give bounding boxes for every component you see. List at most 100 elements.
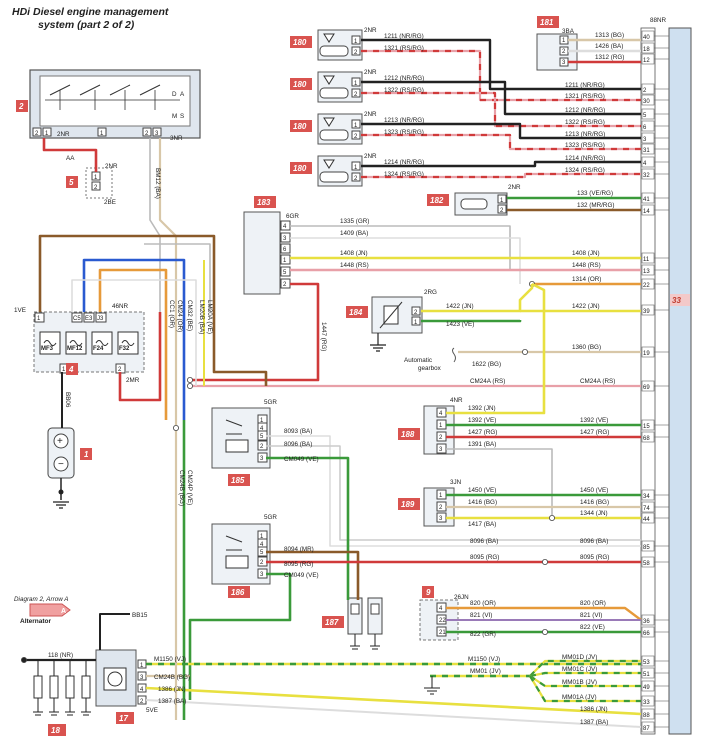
label-1408-b: 1408 (JN) (572, 250, 600, 257)
label-1386-a: 1386 (JN) (158, 686, 186, 693)
label-820-a: 820 (OR) (470, 600, 496, 607)
pin-186-5: 5 (260, 550, 264, 556)
pin-189-3: 3 (439, 516, 443, 522)
wire-1409 (290, 237, 521, 284)
label-cm049-b: CM049 (VE) (284, 572, 319, 579)
alternator-label: Alternator (20, 618, 52, 625)
connector-189: 3JN (450, 479, 462, 486)
wire-1213 (361, 122, 641, 140)
wire-cc1 (98, 268, 168, 420)
label-1360: 1360 (BG) (572, 344, 601, 351)
pin-4-1: 1 (37, 316, 41, 322)
label-8096-c: 8096 (BA) (580, 538, 608, 545)
badge-185: 185 (231, 476, 245, 485)
label-lm20a: LM20A (VE) (206, 300, 213, 334)
pin-181-1: 1 (562, 38, 566, 44)
ecu-pin-44: 44 (643, 517, 650, 523)
connector-188: 4NR (450, 397, 463, 404)
badge-1: 1 (84, 450, 89, 459)
label-w1212-a: 1212 (NR/RG) (384, 75, 424, 82)
pin-180-2-2: 2 (354, 92, 358, 98)
ecu-badge: 33 (672, 296, 681, 305)
wire-1335 (290, 225, 511, 270)
label-822-a: 822 (GR) (470, 631, 496, 638)
pin-2-c: 1 (100, 131, 104, 137)
pin-188-1: 1 (439, 423, 443, 429)
connector-5-top: 2NR (105, 163, 118, 170)
label-8095-a: 8095 (RG) (284, 561, 313, 568)
ecu-connector-label: 88NR (650, 17, 667, 24)
wire-cm049-b (188, 572, 292, 700)
ecu-pin-68: 68 (643, 436, 650, 442)
wire-1322-stripe (361, 91, 641, 128)
pin-180-1-1: 1 (354, 39, 358, 45)
wire-wmm01c-stripe (529, 671, 641, 678)
badge-182: 182 (430, 196, 444, 205)
label-1427-b: 1427 (RG) (580, 429, 609, 436)
fuse-mf12: MF12 (67, 346, 83, 352)
label-1391: 1391 (BA) (468, 441, 496, 448)
wire-8094 (266, 550, 360, 600)
wire-820 (446, 606, 642, 621)
badge-188: 188 (401, 430, 415, 439)
automatic-gearbox-label-2: gearbox (418, 365, 442, 372)
component-187: 187 (322, 597, 383, 650)
badge-187: 187 (325, 618, 339, 627)
component-2: D A M S 2 1 1 2 3 2NR 3NR 2 (16, 69, 201, 142)
label-1313: 1313 (BG) (595, 32, 624, 39)
wire-lm20b (71, 279, 197, 386)
wire-1324 (361, 172, 641, 179)
pin-2-e: 3 (155, 131, 159, 137)
label-m1150-b: M1150 (VJ) (468, 656, 500, 663)
wire-brown-loop (38, 234, 268, 386)
connector-183: 6GR (286, 213, 299, 220)
ecu-pin-31: 31 (643, 148, 650, 154)
pin-4-e3: E3 (85, 316, 93, 322)
component-1-battery: + − 1 (47, 427, 92, 509)
ecu-pin-53: 53 (643, 660, 650, 666)
connector-182: 2NR (508, 184, 521, 191)
connector-17: 5VE (146, 707, 158, 714)
svg-text:+: + (57, 436, 63, 447)
connector-180-4: 2NR (364, 153, 377, 160)
pin-9-21: 21 (439, 630, 446, 636)
label-8095-b: 8095 (RG) (470, 554, 499, 561)
label-wmm01d: MM01D (JV) (562, 654, 597, 661)
label-8094: 8094 (MR) (284, 546, 314, 553)
pin-186-2: 2 (260, 560, 264, 566)
title-line-1: HDi Diesel engine management (12, 6, 169, 18)
ecu-pin-19: 19 (643, 351, 650, 357)
label-w1321-b: 1321 (RS/RG) (565, 93, 605, 100)
component-5: 5 1 2 2NR 2BE (66, 163, 118, 206)
label-8096-b: 8096 (BA) (470, 538, 498, 545)
label-132: 132 (MR/RG) (577, 202, 614, 209)
svg-text:−: − (58, 459, 64, 470)
label-1450-b: 1450 (VE) (580, 487, 608, 494)
wire-wmm01b (529, 675, 641, 688)
label-1344: 1344 (JN) (580, 510, 608, 517)
pin-182-1: 1 (500, 198, 504, 204)
pin-4-j3: J3 (97, 316, 104, 322)
pin-186-4: 4 (260, 542, 264, 548)
pin-9-4: 4 (439, 606, 443, 612)
label-w1321-a: 1321 (RS/RG) (384, 45, 424, 52)
fuse-mf3: MF3 (41, 346, 54, 352)
connector-185: 5GR (264, 399, 277, 406)
wire-aa (42, 138, 98, 172)
badge-183: 183 (257, 198, 271, 207)
ecu-pin-32: 32 (643, 173, 650, 179)
pin-2-a: 2 (35, 131, 39, 137)
wire-bm12 (149, 138, 161, 312)
connector-4-left: 1VE (14, 307, 26, 314)
label-1448-a: 1448 (RS) (340, 262, 369, 269)
label-cm049-a: CM049 (VE) (284, 456, 319, 463)
connector-4-top: 46NR (112, 303, 129, 310)
wire-1392jn (446, 282, 546, 415)
connector-180-1: 2NR (364, 27, 377, 34)
switch-label-m: M (172, 113, 177, 120)
ecu-pin-2: 2 (643, 88, 647, 94)
ecu-pin-40: 40 (643, 35, 650, 41)
connector-2-right: 3NR (170, 135, 183, 142)
pin-183-1: 1 (283, 258, 287, 264)
